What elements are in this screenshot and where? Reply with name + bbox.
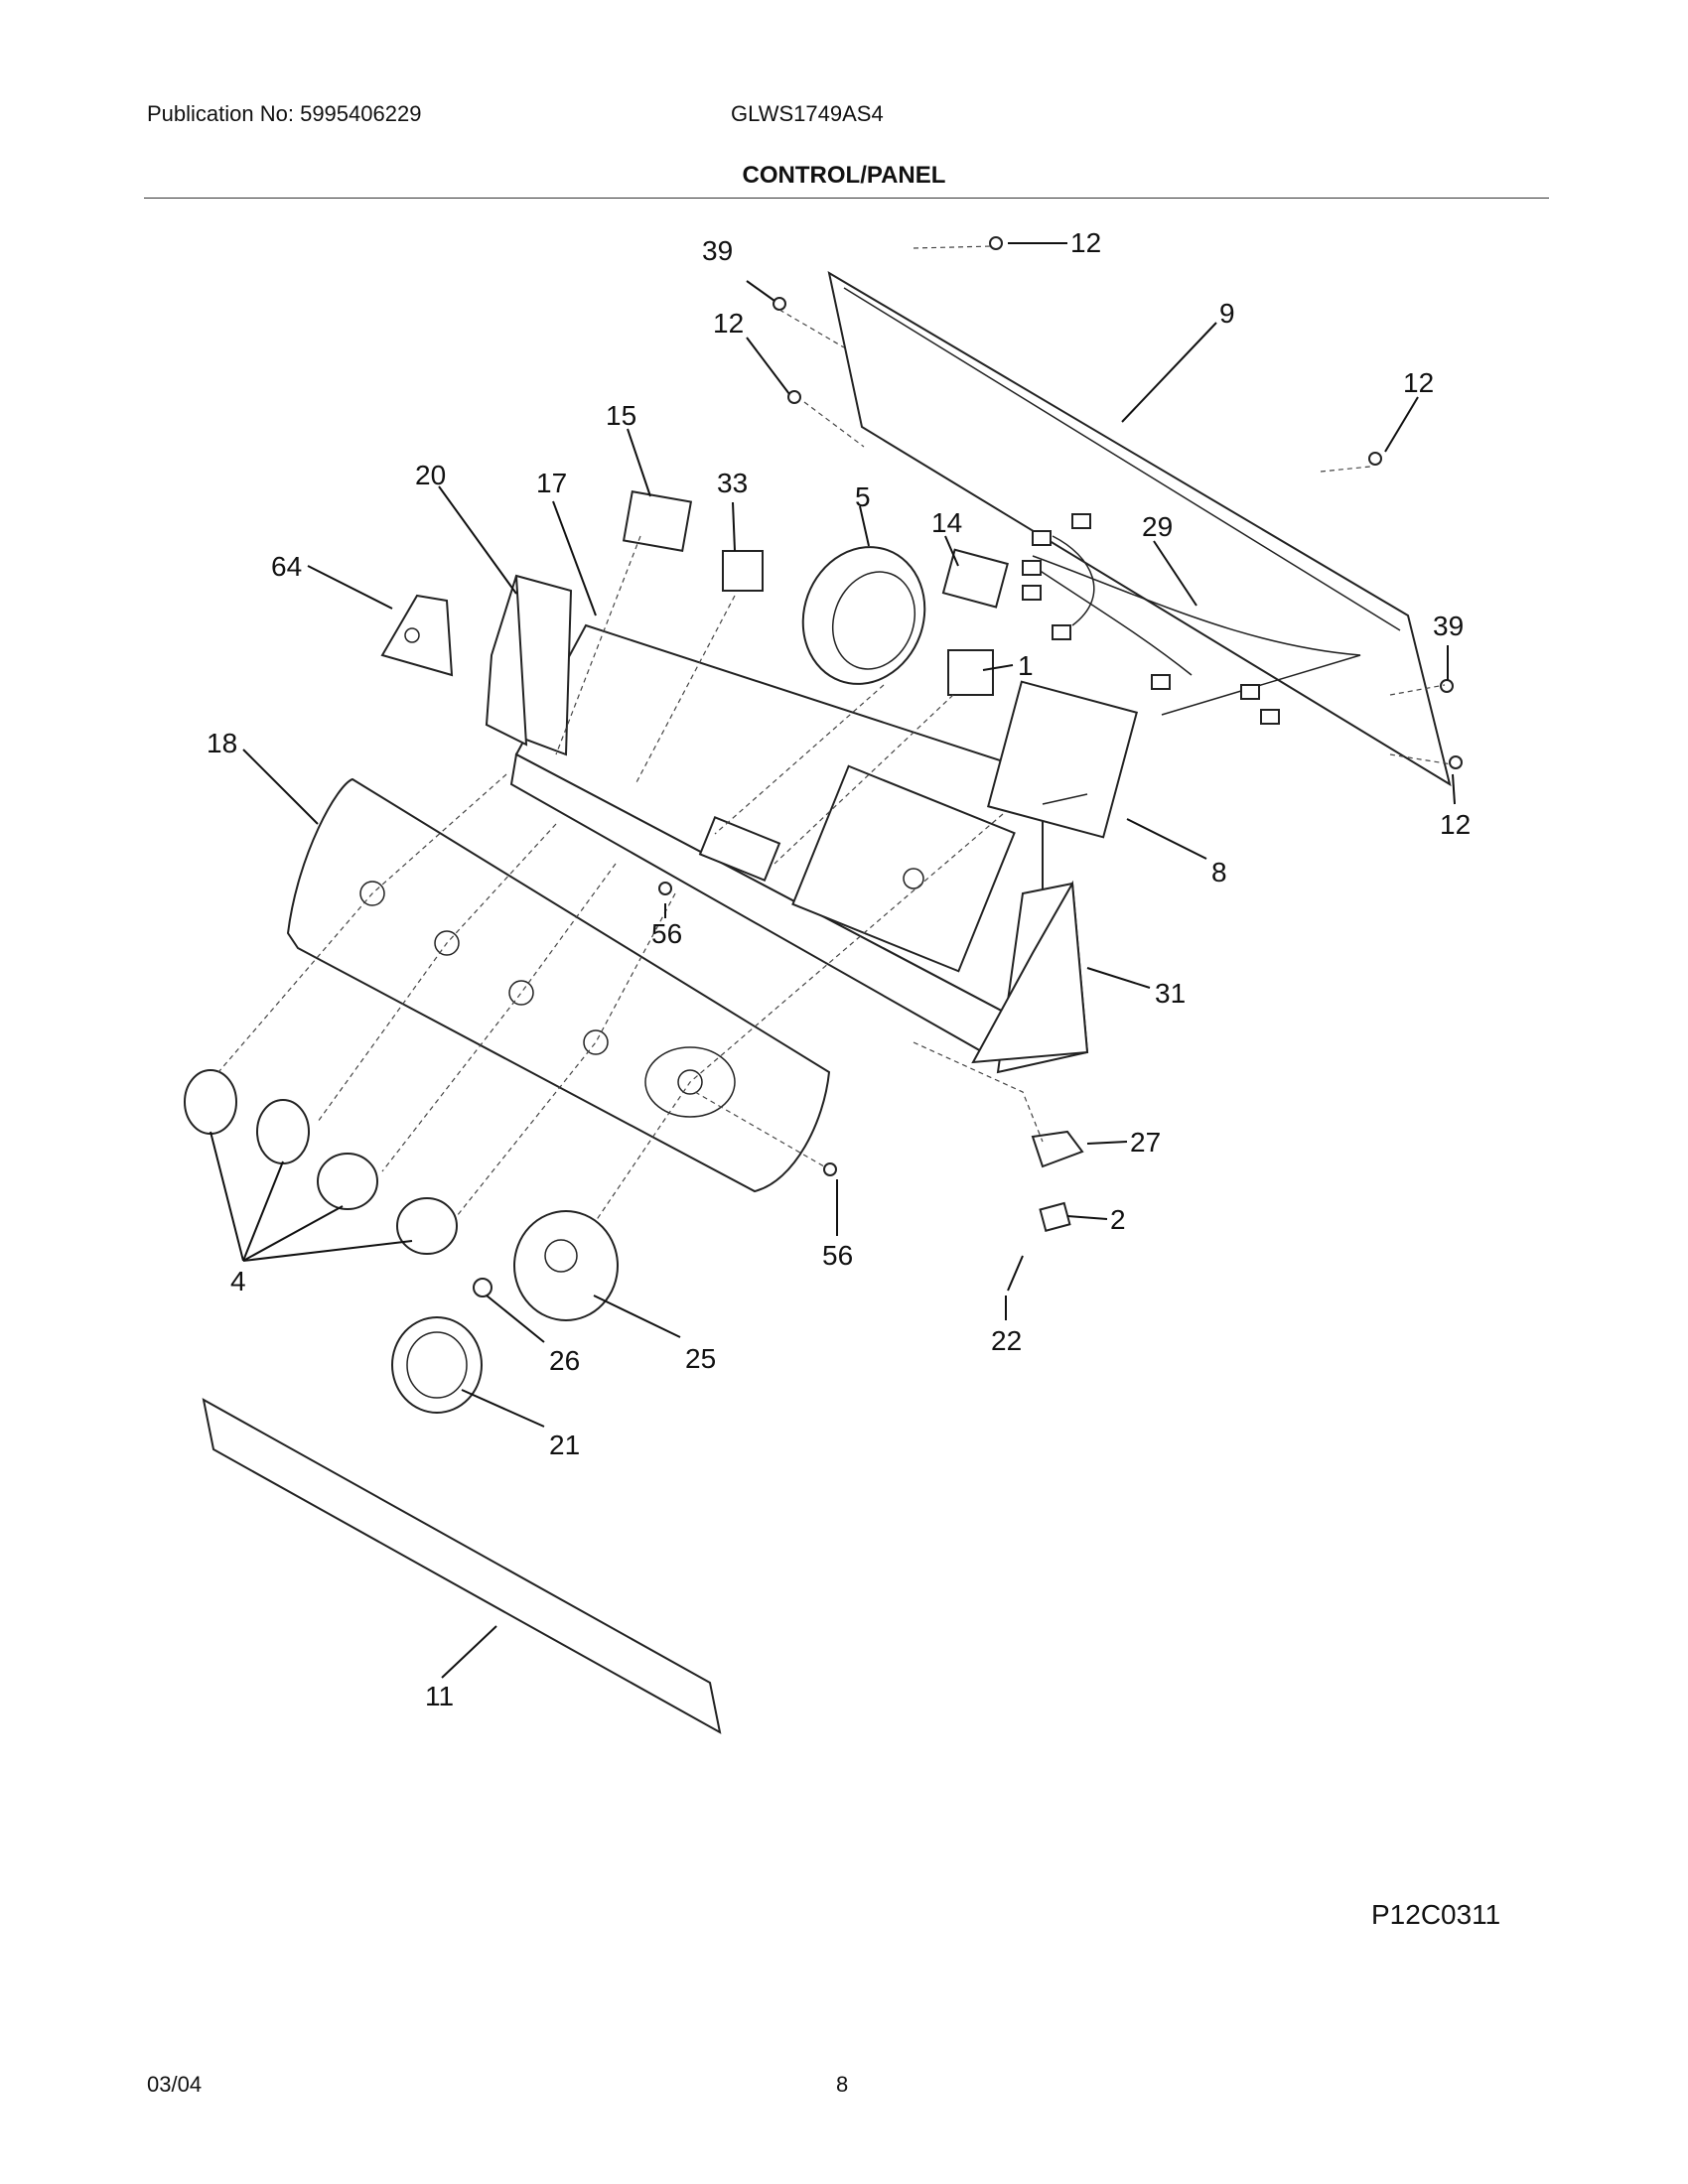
callout-39-right: 39 bbox=[1433, 611, 1464, 641]
motor-8-part bbox=[986, 680, 1139, 839]
callout-9: 9 bbox=[1219, 298, 1235, 329]
callout-22: 22 bbox=[991, 1325, 1022, 1356]
callout-33: 33 bbox=[717, 468, 748, 498]
callout-56-left: 56 bbox=[651, 918, 682, 949]
footer-date: 03/04 bbox=[147, 2072, 203, 2097]
callout-56-right: 56 bbox=[822, 1240, 853, 1271]
left-end-cap-part bbox=[485, 574, 573, 756]
callout-39-top: 39 bbox=[702, 235, 733, 266]
timer-5-part bbox=[801, 546, 926, 685]
trim-strip-11-part bbox=[202, 1398, 722, 1734]
callout-31: 31 bbox=[1155, 978, 1186, 1009]
diagram-code: P12C0311 bbox=[1371, 1899, 1501, 1930]
page-title: CONTROL/PANEL bbox=[742, 162, 946, 189]
callout-11: 11 bbox=[425, 1681, 454, 1711]
switch-15-part bbox=[622, 490, 693, 552]
skirt-21-part bbox=[391, 1316, 483, 1414]
page-number: 8 bbox=[836, 2072, 849, 2097]
callout-8: 8 bbox=[1211, 857, 1227, 887]
callout-12-bottom-right: 12 bbox=[1440, 809, 1471, 840]
callout-29: 29 bbox=[1142, 511, 1173, 542]
callout-5: 5 bbox=[855, 481, 871, 512]
wire-harness-part bbox=[1022, 513, 1361, 725]
callout-25: 25 bbox=[685, 1343, 716, 1374]
callout-4: 4 bbox=[230, 1266, 246, 1297]
callout-15: 15 bbox=[606, 400, 636, 431]
callout-27: 27 bbox=[1130, 1127, 1161, 1158]
assembly-guide-lines bbox=[217, 245, 1453, 1222]
callout-1: 1 bbox=[1018, 650, 1034, 681]
callout-17: 17 bbox=[536, 468, 567, 498]
callout-2: 2 bbox=[1110, 1204, 1126, 1235]
callout-21: 21 bbox=[549, 1430, 580, 1460]
dial-25-part bbox=[513, 1210, 619, 1321]
knobs-4-part bbox=[184, 1069, 458, 1255]
callout-18: 18 bbox=[207, 728, 237, 758]
relay-14-part bbox=[941, 548, 1009, 609]
back-panel-part bbox=[827, 270, 1452, 787]
callout-20: 20 bbox=[415, 460, 446, 490]
publication-number: Publication No: 5995406229 bbox=[147, 101, 422, 126]
right-end-cap-part bbox=[971, 880, 1089, 1074]
callout-12-right: 12 bbox=[1403, 367, 1434, 398]
switch-1-part bbox=[947, 649, 994, 696]
callout-26: 26 bbox=[549, 1345, 580, 1376]
header-divider bbox=[144, 198, 1549, 199]
callout-14: 14 bbox=[931, 507, 962, 538]
hardware-27-2-22-part bbox=[1007, 1130, 1084, 1292]
cover-plate-part bbox=[380, 594, 454, 677]
switch-33-part bbox=[722, 550, 764, 592]
ring-26-part bbox=[473, 1278, 492, 1297]
model-number: GLWS1749AS4 bbox=[731, 101, 884, 126]
callout-leader-lines bbox=[210, 242, 1456, 1679]
callout-12-mid: 12 bbox=[713, 308, 744, 339]
callout-12-top: 12 bbox=[1070, 227, 1101, 258]
callout-64: 64 bbox=[271, 551, 302, 582]
front-panel-part bbox=[286, 777, 831, 1193]
